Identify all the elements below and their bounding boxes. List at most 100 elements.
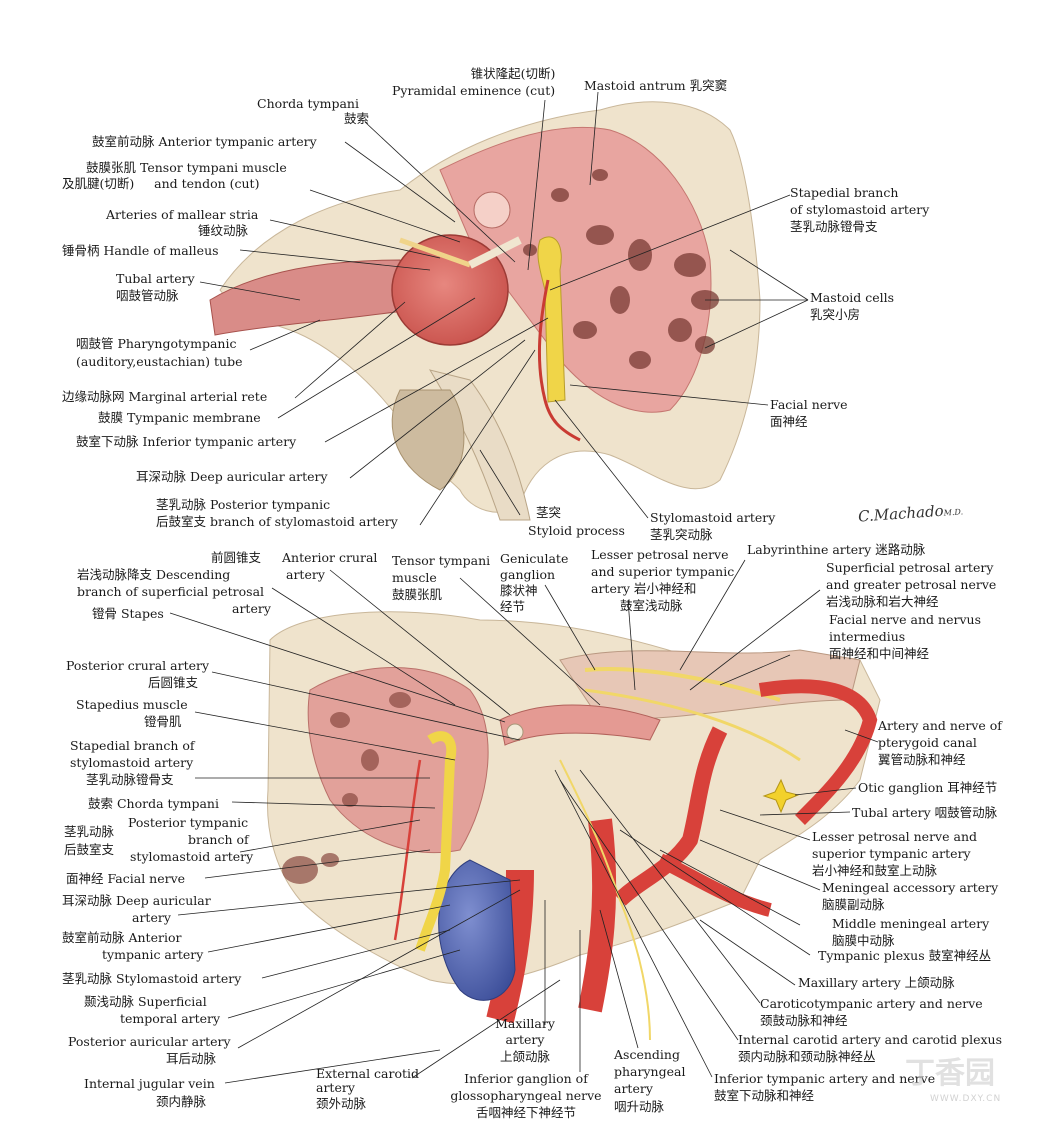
label-handle-malleus: 锤骨柄 Handle of malleus	[62, 243, 219, 258]
label-mastoid-antrum: Mastoid antrum 乳突窦	[584, 78, 728, 93]
label-post-tymp-cn2: 后鼓室支	[64, 842, 115, 857]
label-facial: 面神经 Facial nerve	[66, 871, 186, 886]
label-meningeal-acc-en: Meningeal accessory artery	[822, 880, 999, 895]
label-int-jugular-cn: 颈内静脉	[156, 1094, 207, 1109]
label-stapedial-l2: of stylomastoid artery	[790, 202, 930, 217]
label-sup-pet-l2: and greater petrosal nerve	[826, 577, 997, 592]
label-post-tymp-en3: stylomastoid artery	[130, 849, 254, 864]
label-post-auric-l2: 耳后动脉	[166, 1051, 217, 1066]
label-middle-men-cn: 脑膜中动脉	[832, 933, 895, 948]
label-ant-tymp-l1: 鼓室前动脉 Anterior	[62, 930, 182, 945]
label-int-jugular-en: Internal jugular vein	[84, 1076, 215, 1091]
label-maxillary-en1: Maxillary	[495, 1016, 555, 1031]
label-post-tymp-en2: branch of	[188, 832, 249, 847]
label-maxillary-cn: 上颌动脉	[499, 1049, 550, 1064]
label-labyrinthine: Labyrinthine artery 迷路动脉	[747, 542, 926, 557]
watermark-logo: 丁香园	[905, 1056, 995, 1091]
label-chorda: 鼓索 Chorda tympani	[88, 796, 219, 811]
label-facial-int-l3: 面神经和中间神经	[829, 646, 930, 661]
label-lesser-pet2-l1: Lesser petrosal nerve and	[812, 829, 977, 844]
label-pyramidal-en: Pyramidal eminence (cut)	[392, 83, 556, 98]
label-tubal-en: Tubal artery	[116, 271, 195, 286]
label-ascending-l3: artery	[614, 1081, 653, 1096]
label-int-carotid-l1: Internal carotid artery and carotid plex…	[738, 1032, 1003, 1047]
label-tubal: Tubal artery 咽鼓管动脉	[852, 805, 998, 820]
label-mastoid-cells-en: Mastoid cells	[810, 290, 894, 305]
label-lesser-pet2-l3: 岩小神经和鼓室上动脉	[812, 863, 938, 878]
label-ant-crus-cn: 前圆锥支	[211, 550, 262, 565]
label-lesser-pet2-l2: superior tympanic artery	[812, 846, 971, 861]
label-stap-branch-l1: Stapedial branch of	[70, 738, 195, 753]
label-tensor-en1: Tensor tympani	[392, 553, 491, 568]
label-stap-branch-l3: 茎乳动脉镫骨支	[86, 772, 174, 787]
label-facial-int-l2: intermedius	[829, 629, 906, 644]
label-pterygoid-l2: pterygoid canal	[878, 735, 977, 750]
label-facial-int-l1: Facial nerve and nervus	[829, 612, 981, 627]
label-caroticotymp-l2: 颈鼓动脉和神经	[760, 1013, 848, 1028]
label-lesser-pet-l3: artery 岩小神经和	[591, 581, 697, 596]
label-stylomastoid-en: Stylomastoid artery	[650, 510, 776, 525]
label-deep-auricular: 耳深动脉 Deep auricular artery	[136, 469, 328, 484]
label-tubal-cn: 咽鼓管动脉	[116, 288, 179, 303]
label-deep-aur-l2: artery	[132, 910, 171, 925]
label-ext-carotid-l1: External carotid	[316, 1066, 420, 1081]
label-deep-aur-l1: 耳深动脉 Deep auricular	[62, 893, 211, 908]
external-carotid-vessel	[578, 818, 617, 1013]
top-mastoid-cells	[523, 169, 719, 369]
label-desc-l3: artery	[232, 601, 271, 616]
maxillary-artery-vessel	[614, 726, 728, 906]
label-otic: Otic ganglion 耳神经节	[858, 780, 998, 795]
label-middle-men-en: Middle meningeal artery	[832, 916, 990, 931]
label-stylomastoid-cn: 茎乳突动脉	[650, 527, 713, 542]
label-facial-cn: 面神经	[770, 414, 808, 429]
label-caroticotymp-l1: Caroticotympanic artery and nerve	[760, 996, 983, 1011]
label-chorda-cn: 鼓索	[344, 111, 370, 126]
label-ascending-l2: pharyngeal	[614, 1064, 686, 1079]
label-tymp-plexus: Tympanic plexus 鼓室神经丛	[818, 948, 992, 963]
label-sup-pet-l1: Superficial petrosal artery	[826, 560, 994, 575]
label-stapedial-l1: Stapedial branch	[790, 185, 899, 200]
label-pterygoid-l3: 翼管动脉和神经	[878, 752, 966, 767]
label-post-crural-en: Posterior crural artery	[66, 658, 210, 673]
label-maxillary-en2: artery	[505, 1032, 545, 1047]
label-inf-tymp-l1: Inferior tympanic artery and nerve	[714, 1071, 936, 1086]
label-ascending-l4: 咽升动脉	[614, 1099, 665, 1114]
label-pterygoid-l1: Artery and nerve of	[878, 718, 1002, 733]
label-geniculate-cn2: 经节	[500, 599, 526, 614]
label-stapedius-en: Stapedius muscle	[76, 697, 188, 712]
label-stylomastoid: 茎乳动脉 Stylomastoid artery	[62, 971, 242, 986]
label-geniculate-cn1: 膝状神	[500, 583, 538, 598]
label-lesser-pet-l4: 鼓室浅动脉	[620, 598, 683, 613]
label-inf-ganglion-l2: glossopharyngeal nerve	[450, 1088, 602, 1103]
label-ant-tymp-l2: tympanic artery	[102, 947, 204, 962]
label-marginal-rete: 边缘动脉网 Marginal arterial rete	[62, 389, 268, 404]
label-stapedius-cn: 镫骨肌	[144, 714, 182, 729]
label-geniculate-en2: ganglion	[500, 567, 556, 582]
label-maxillary-r: Maxillary artery 上颌动脉	[798, 975, 955, 990]
label-stapes: 镫骨 Stapes	[92, 606, 164, 621]
label-styloid-cn: 茎突	[536, 505, 562, 520]
bottom-facial-nerve	[415, 731, 457, 952]
label-ant-crus-en2: artery	[286, 567, 325, 582]
label-geniculate-en1: Geniculate	[500, 551, 569, 566]
label-stapedial-l3: 茎乳动脉镫骨支	[790, 219, 878, 234]
label-tensor-en2: muscle	[392, 570, 437, 585]
label-tensor-l2: 及肌腱(切断) and tendon (cut)	[62, 176, 260, 191]
label-ext-carotid-l2: artery	[316, 1080, 355, 1095]
label-tymp-membrane: 鼓膜 Tympanic membrane	[98, 410, 261, 425]
label-int-carotid-l2: 颈内动脉和颈动脉神经丛	[738, 1049, 876, 1064]
label-ext-carotid-l3: 颈外动脉	[316, 1096, 367, 1111]
top-facial-nerve	[537, 236, 566, 403]
label-post-auric-l1: Posterior auricular artery	[68, 1034, 231, 1049]
label-tensor-cn: 鼓膜张肌	[392, 587, 443, 602]
label-ant-crus-en1: Anterior crural	[282, 550, 378, 565]
top-leader-lines	[199, 91, 809, 526]
label-mallear-en: Arteries of mallear stria	[106, 207, 259, 222]
label-post-tymp-l1: 茎乳动脉 Posterior tympanic	[156, 497, 331, 512]
label-ascending-l1: Ascending	[614, 1047, 680, 1062]
label-tensor-l1: 鼓膜张肌 Tensor tympani muscle	[86, 160, 287, 175]
label-pharyngo-l2: (auditory,eustachian) tube	[76, 354, 243, 369]
label-sup-pet-l3: 岩浅动脉和岩大神经	[826, 594, 939, 609]
label-inf-tymp-artery: 鼓室下动脉 Inferior tympanic artery	[76, 434, 297, 449]
